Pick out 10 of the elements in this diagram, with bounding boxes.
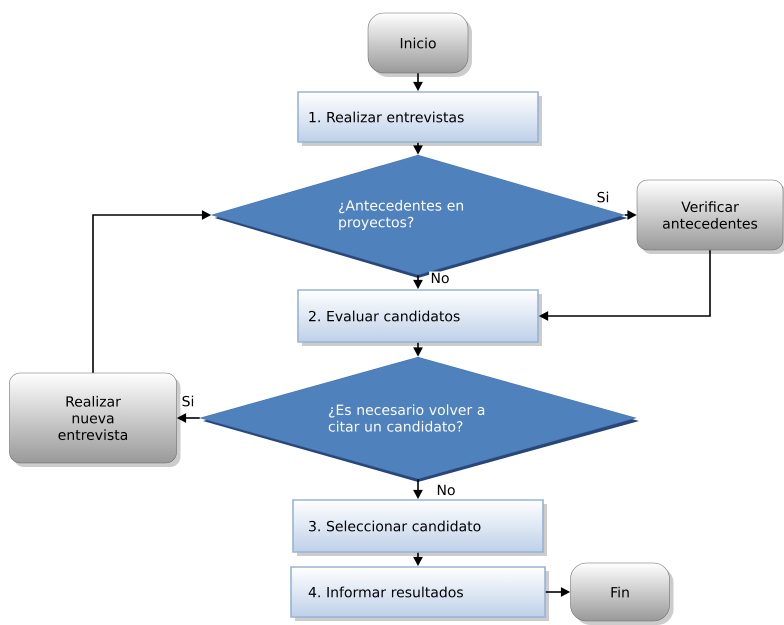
process-box: 4. Informar resultados	[290, 566, 549, 621]
process-box: 3. Seleccionar candidato	[292, 499, 547, 556]
edge-label: Si	[595, 190, 611, 204]
rounded-box: Realizar nueva entrevista	[9, 372, 180, 467]
process-box: 2. Evaluar candidatos	[297, 289, 542, 346]
process-box: 1. Realizar entrevistas	[297, 91, 542, 146]
edge-label: No	[435, 483, 457, 497]
edge-label: Si	[180, 394, 196, 408]
edge-label: No	[429, 271, 451, 285]
rounded-box: Verificar antecedentes	[636, 180, 784, 254]
